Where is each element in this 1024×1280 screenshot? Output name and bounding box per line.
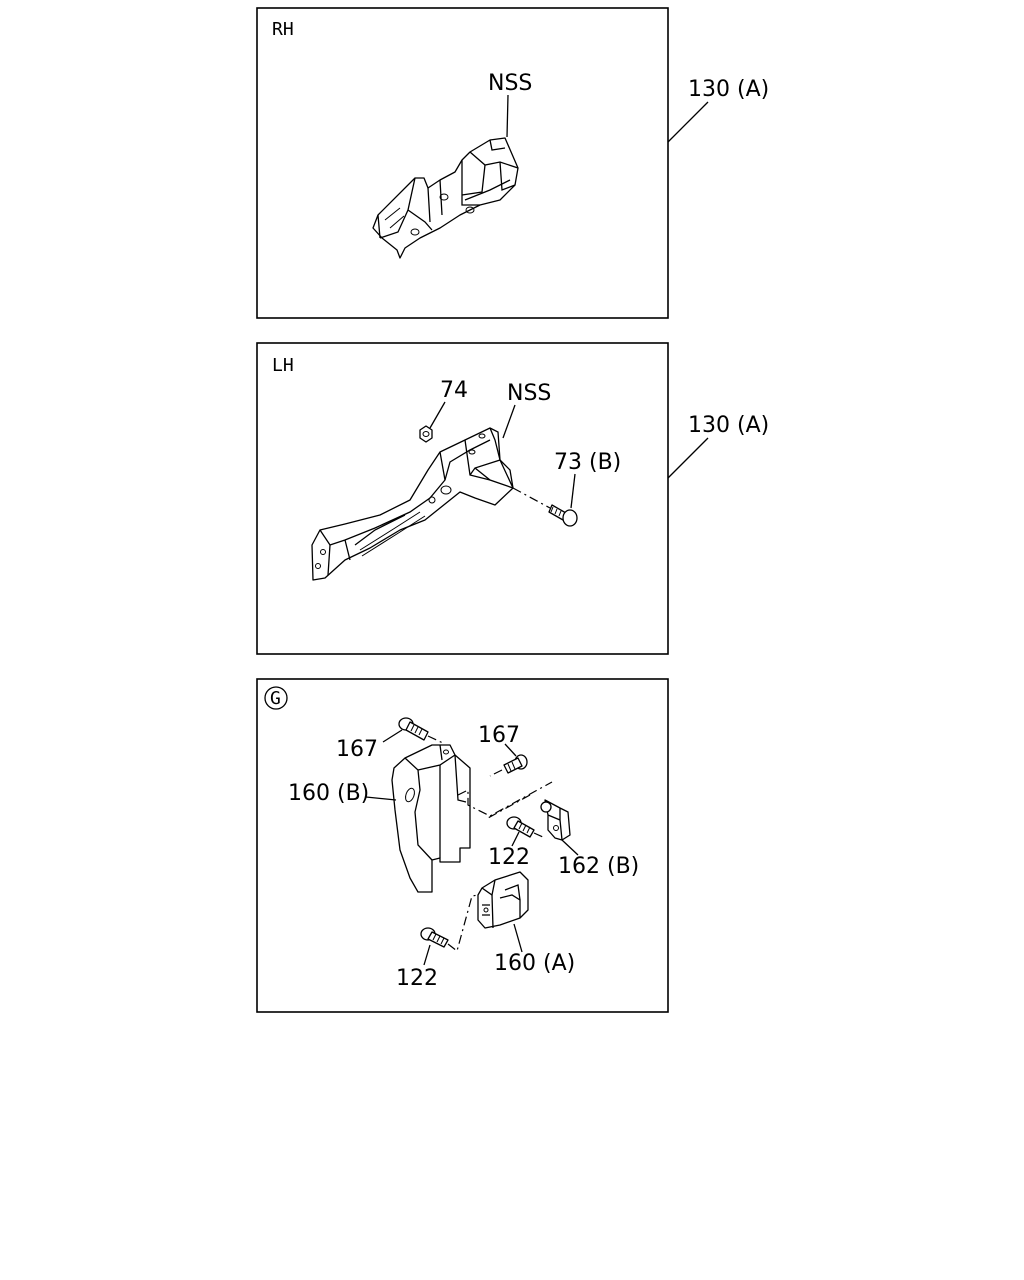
label-162b: 162 (B) [558, 854, 639, 879]
detail-g-circle-marker [264, 686, 288, 710]
bolt-122-upper[interactable] [506, 816, 546, 839]
rh-assembly-label: 130 (A) [688, 77, 769, 102]
label-167-left: 167 [336, 737, 378, 762]
rh-nss-label: NSS [488, 71, 532, 96]
rh-panel: RH NSS [256, 7, 669, 319]
bolt-73b[interactable] [512, 487, 578, 527]
lh-panel: LH 74 NSS [256, 342, 669, 655]
lh-frame-bracket[interactable] [311, 427, 514, 581]
bracket-162b[interactable] [540, 799, 571, 841]
rh-panel-tag: RH [272, 19, 294, 40]
label-160a: 160 (A) [494, 951, 575, 976]
bolt-167-right[interactable] [489, 754, 528, 777]
lh-nss-label: NSS [507, 381, 551, 406]
lh-panel-frame [256, 342, 669, 655]
detail-g-panel: G 167 167 [256, 678, 669, 1013]
bracket-160b[interactable] [391, 744, 471, 893]
detail-g-tag: G [270, 688, 281, 709]
bolt-122-lower[interactable] [420, 894, 479, 953]
nut-74[interactable] [419, 425, 433, 443]
lh-bolt-73b-label: 73 (B) [554, 450, 621, 475]
rh-frame-bracket[interactable] [372, 137, 519, 259]
bolt-167-left[interactable] [398, 717, 446, 745]
bracket-160a[interactable] [477, 871, 529, 929]
lh-assembly-label: 130 (A) [688, 413, 769, 438]
label-122-upper: 122 [488, 845, 530, 870]
label-122-lower: 122 [396, 966, 438, 991]
label-167-right: 167 [478, 723, 520, 748]
label-160b: 160 (B) [288, 781, 369, 806]
detail-g-panel-frame [256, 678, 669, 1013]
lh-panel-tag: LH [272, 355, 294, 376]
rh-panel-frame [256, 7, 669, 319]
lh-nut-74-label: 74 [440, 378, 468, 403]
